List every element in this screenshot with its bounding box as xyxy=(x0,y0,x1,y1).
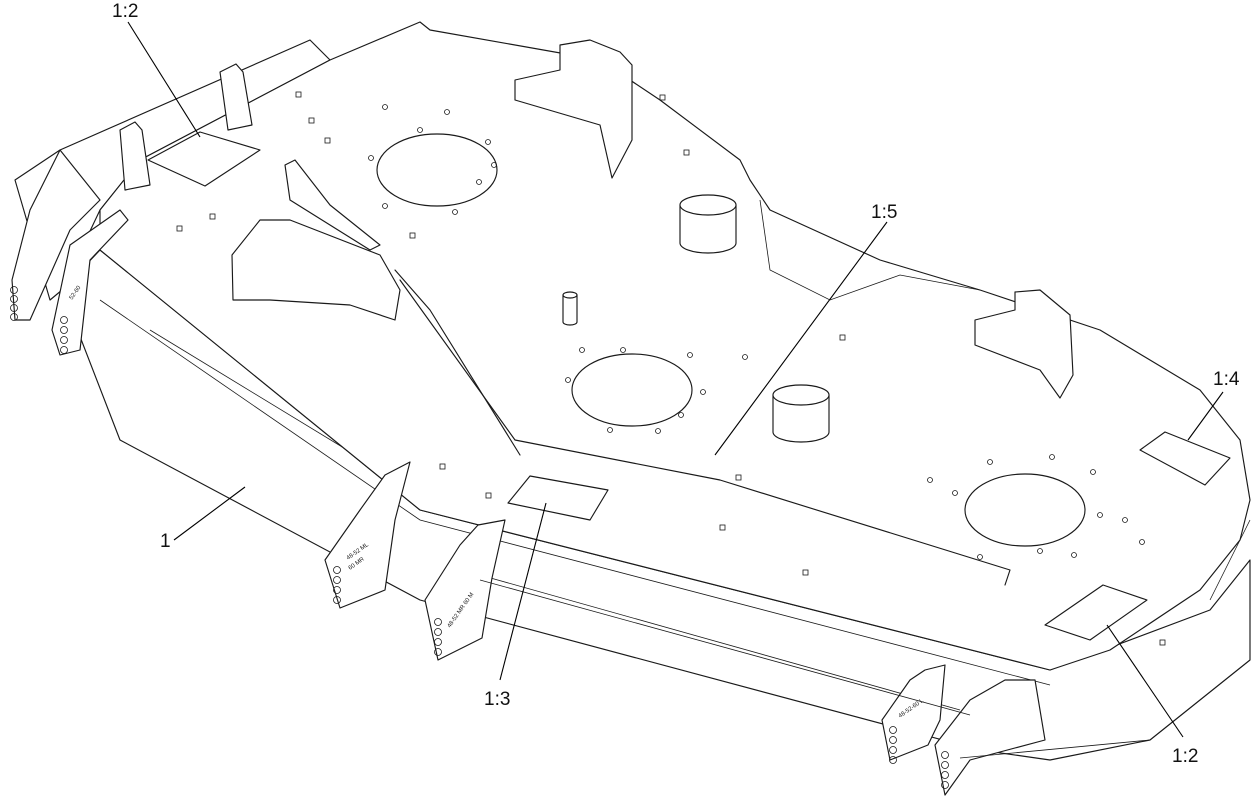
pulley-hubs xyxy=(562,194,830,443)
leader-deck-assembly xyxy=(173,486,246,541)
leader-center-decal xyxy=(499,502,547,681)
leader-deck-edge xyxy=(714,221,888,456)
leader-lines xyxy=(127,21,1224,738)
leader-top-left-decal xyxy=(127,21,201,138)
callout-right-lower-decal: 1:2 xyxy=(1172,746,1199,767)
fastener-markers xyxy=(176,91,1166,646)
callout-deck-assembly: 1 xyxy=(160,531,171,552)
deck-brackets xyxy=(10,39,1251,796)
spindle-hole-left xyxy=(376,133,498,207)
decal-right-lower xyxy=(1044,584,1148,641)
callout-top-left-decal: 1:2 xyxy=(112,1,139,22)
leader-right-lower-decal xyxy=(1106,624,1184,738)
leader-right-decal xyxy=(1187,391,1224,441)
spindle-hole-center xyxy=(571,353,693,427)
spindle-openings xyxy=(368,104,1145,560)
deck-top-plate xyxy=(99,21,1251,671)
decal-right xyxy=(1139,431,1231,486)
callout-right-decal: 1:4 xyxy=(1213,369,1240,390)
decal-top-left xyxy=(147,131,261,187)
spindle-hole-right xyxy=(964,473,1086,547)
callout-center-decal: 1:3 xyxy=(484,689,511,710)
decal-center xyxy=(507,475,609,521)
decals xyxy=(147,131,1231,641)
callout-deck-edge: 1:5 xyxy=(871,202,898,223)
